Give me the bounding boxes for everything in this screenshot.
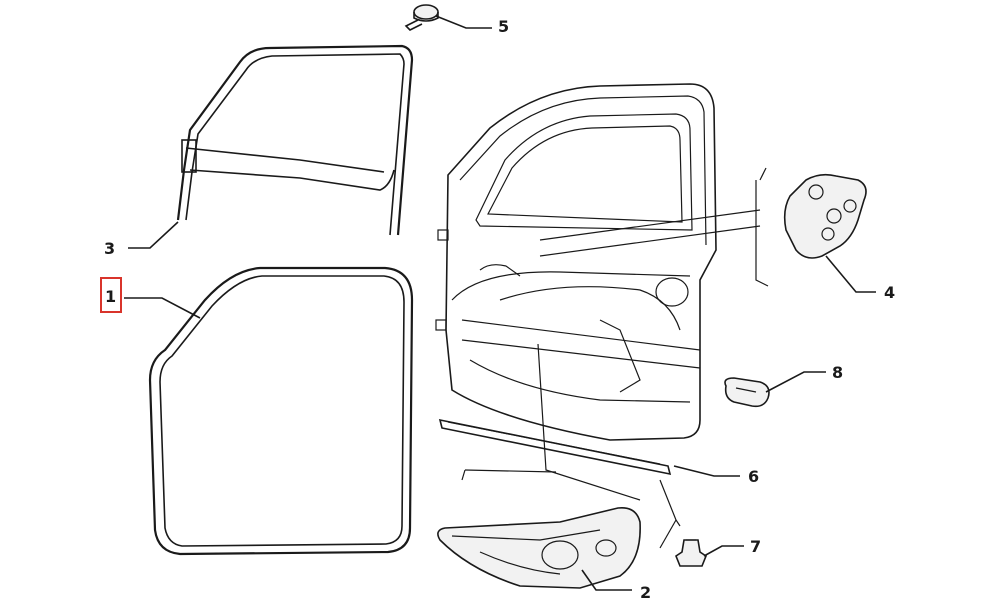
part-3-window-channel[interactable] [176, 44, 414, 236]
callout-label-1: 1 [105, 287, 116, 306]
part-2-inner-panel[interactable] [437, 506, 641, 589]
callout-label-7: 7 [750, 537, 761, 556]
part-4-plate[interactable] [783, 173, 867, 259]
door-shell [435, 83, 769, 501]
leader-4 [825, 255, 876, 293]
callout-label-6: 6 [748, 467, 759, 486]
leader-6 [673, 465, 740, 477]
leader-5 [435, 15, 492, 29]
part-5-screw[interactable] [404, 4, 439, 31]
part-8-plug[interactable] [724, 377, 770, 408]
leader-3 [128, 221, 179, 249]
part-1-door-seal[interactable] [148, 266, 414, 556]
leader-2 [581, 569, 632, 591]
callout-label-3: 3 [104, 239, 115, 258]
part-6-lower-strip[interactable] [438, 418, 681, 549]
callout-label-5: 5 [498, 17, 509, 36]
leader-1 [124, 297, 201, 319]
callout-1-highlight-box [100, 277, 122, 313]
leader-lines [124, 15, 876, 591]
callout-label-8: 8 [832, 363, 843, 382]
callout-label-2: 2 [640, 583, 651, 600]
leader-8 [765, 371, 826, 393]
leader-7 [703, 545, 744, 557]
part-7-clip[interactable] [675, 539, 707, 567]
callout-label-4: 4 [884, 283, 895, 302]
